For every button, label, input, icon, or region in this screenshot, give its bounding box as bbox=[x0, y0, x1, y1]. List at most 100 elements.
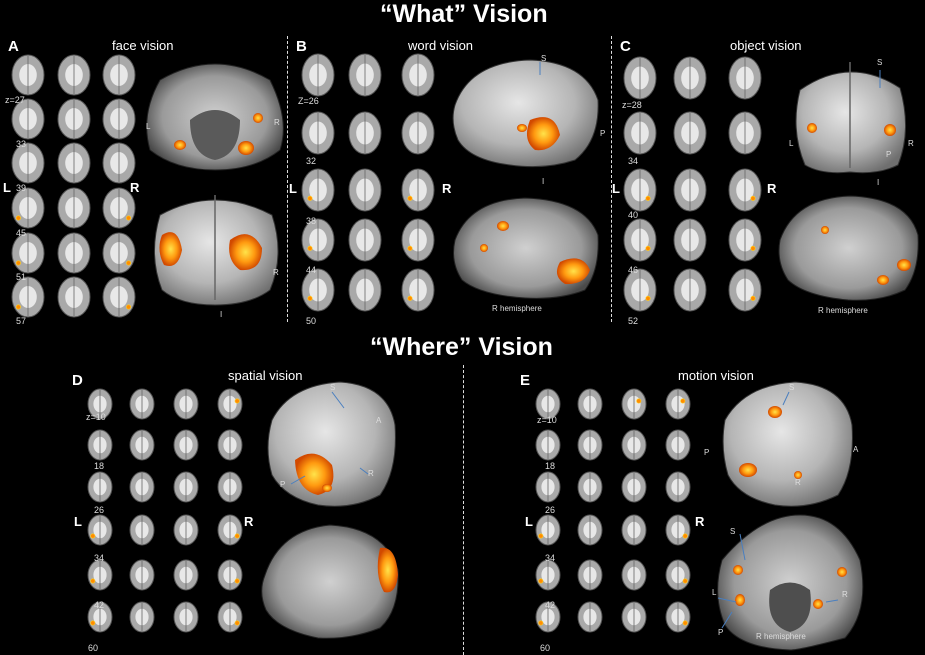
axial-slice bbox=[173, 514, 199, 546]
activation-blob bbox=[645, 195, 651, 201]
z-label: 18 bbox=[545, 461, 556, 471]
axial-slice bbox=[102, 142, 136, 184]
left-marker: L bbox=[74, 514, 82, 529]
left-marker: L bbox=[612, 181, 620, 196]
axial-slice bbox=[217, 471, 243, 503]
panel-a-label: A bbox=[8, 38, 19, 55]
axial-slice bbox=[87, 514, 113, 546]
activation-blob bbox=[682, 533, 688, 539]
activation-blob bbox=[234, 578, 240, 584]
axial-slice bbox=[173, 471, 199, 503]
z-label: 45 bbox=[16, 228, 27, 238]
axial-slice bbox=[129, 429, 155, 461]
activation-blob bbox=[750, 195, 756, 201]
axial-slice bbox=[102, 187, 136, 229]
axial-slice bbox=[621, 559, 647, 591]
activation-blob bbox=[229, 234, 262, 271]
spatial-sagittal-slice bbox=[261, 524, 399, 639]
activation-blob bbox=[126, 215, 132, 221]
axial-slice bbox=[621, 601, 647, 633]
face-3d-brain bbox=[153, 195, 279, 306]
activation-blob bbox=[735, 594, 745, 606]
activation-blob bbox=[234, 533, 240, 539]
orientation-label: P bbox=[600, 129, 606, 138]
axial-slice bbox=[348, 168, 382, 212]
z-label: 32 bbox=[306, 156, 317, 166]
axial-slice bbox=[57, 98, 91, 140]
axial-slice bbox=[728, 56, 762, 100]
axial-slice bbox=[301, 268, 335, 312]
activation-blob bbox=[377, 547, 398, 593]
activation-blob bbox=[682, 578, 688, 584]
axial-slice bbox=[301, 53, 335, 97]
activation-blob bbox=[307, 245, 313, 251]
activation-blob bbox=[174, 140, 186, 150]
activation-blob bbox=[807, 123, 817, 133]
activation-blob bbox=[90, 620, 96, 626]
activation-blob bbox=[538, 533, 544, 539]
activation-blob bbox=[645, 245, 651, 251]
axial-slice bbox=[301, 168, 335, 212]
activation-blob bbox=[645, 295, 651, 301]
activation-blob bbox=[877, 275, 889, 285]
orientation-label: L bbox=[712, 588, 717, 597]
activation-blob bbox=[794, 471, 802, 479]
orientation-label: P bbox=[886, 150, 892, 159]
axial-slice bbox=[348, 268, 382, 312]
what-vision-title: “What” Vision bbox=[380, 0, 548, 28]
panel-d-title: spatial vision bbox=[228, 368, 303, 383]
orientation-label: R bbox=[273, 268, 279, 277]
orientation-label: A bbox=[376, 416, 382, 425]
activation-blob bbox=[234, 620, 240, 626]
axial-slice bbox=[577, 429, 603, 461]
z-label: 34 bbox=[545, 553, 556, 563]
orientation-label: L bbox=[146, 122, 151, 131]
orientation-label: R bbox=[274, 118, 280, 127]
activation-blob bbox=[733, 565, 743, 575]
axial-slice bbox=[577, 514, 603, 546]
axial-slice bbox=[11, 98, 45, 140]
axial-slice bbox=[87, 559, 113, 591]
spatial-3d-brain bbox=[267, 381, 396, 507]
axial-slice bbox=[348, 111, 382, 155]
axial-slice bbox=[102, 276, 136, 318]
axial-slice bbox=[535, 559, 561, 591]
z-label: 33 bbox=[16, 139, 27, 149]
activation-blob bbox=[159, 232, 182, 266]
panel-c-title: object vision bbox=[730, 38, 802, 53]
activation-blob bbox=[680, 398, 686, 404]
object-3d-brain bbox=[795, 62, 907, 174]
axial-slice bbox=[623, 56, 657, 100]
hemisphere-label: R hemisphere bbox=[492, 304, 542, 313]
activation-blob bbox=[897, 259, 911, 271]
axial-slice bbox=[577, 471, 603, 503]
axial-slice bbox=[535, 388, 561, 420]
axial-slice bbox=[665, 559, 691, 591]
axial-slice bbox=[129, 514, 155, 546]
activation-blob bbox=[556, 258, 590, 285]
orientation-label: L bbox=[789, 139, 794, 148]
orientation-label: P bbox=[280, 480, 286, 489]
axial-slice bbox=[623, 168, 657, 212]
activation-blob bbox=[821, 226, 829, 234]
axial-slice bbox=[348, 53, 382, 97]
orientation-label: R bbox=[908, 139, 914, 148]
activation-blob bbox=[682, 620, 688, 626]
z-label: 46 bbox=[628, 265, 639, 275]
axial-slice bbox=[129, 471, 155, 503]
axial-slice bbox=[173, 601, 199, 633]
axial-slice bbox=[87, 471, 113, 503]
axial-slice bbox=[621, 388, 647, 420]
axial-slice bbox=[728, 111, 762, 155]
orientation-label: S bbox=[877, 58, 883, 67]
right-marker: R bbox=[442, 181, 452, 196]
axial-slice bbox=[401, 168, 435, 212]
hemisphere-label: R hemisphere bbox=[756, 632, 806, 641]
z-label: 57 bbox=[16, 316, 27, 326]
axial-slice bbox=[301, 111, 335, 155]
axial-slice bbox=[621, 514, 647, 546]
activation-blob bbox=[295, 453, 334, 495]
orientation-label: I bbox=[877, 178, 880, 187]
word-sagittal-slice bbox=[453, 197, 599, 299]
axial-slice bbox=[102, 232, 136, 274]
